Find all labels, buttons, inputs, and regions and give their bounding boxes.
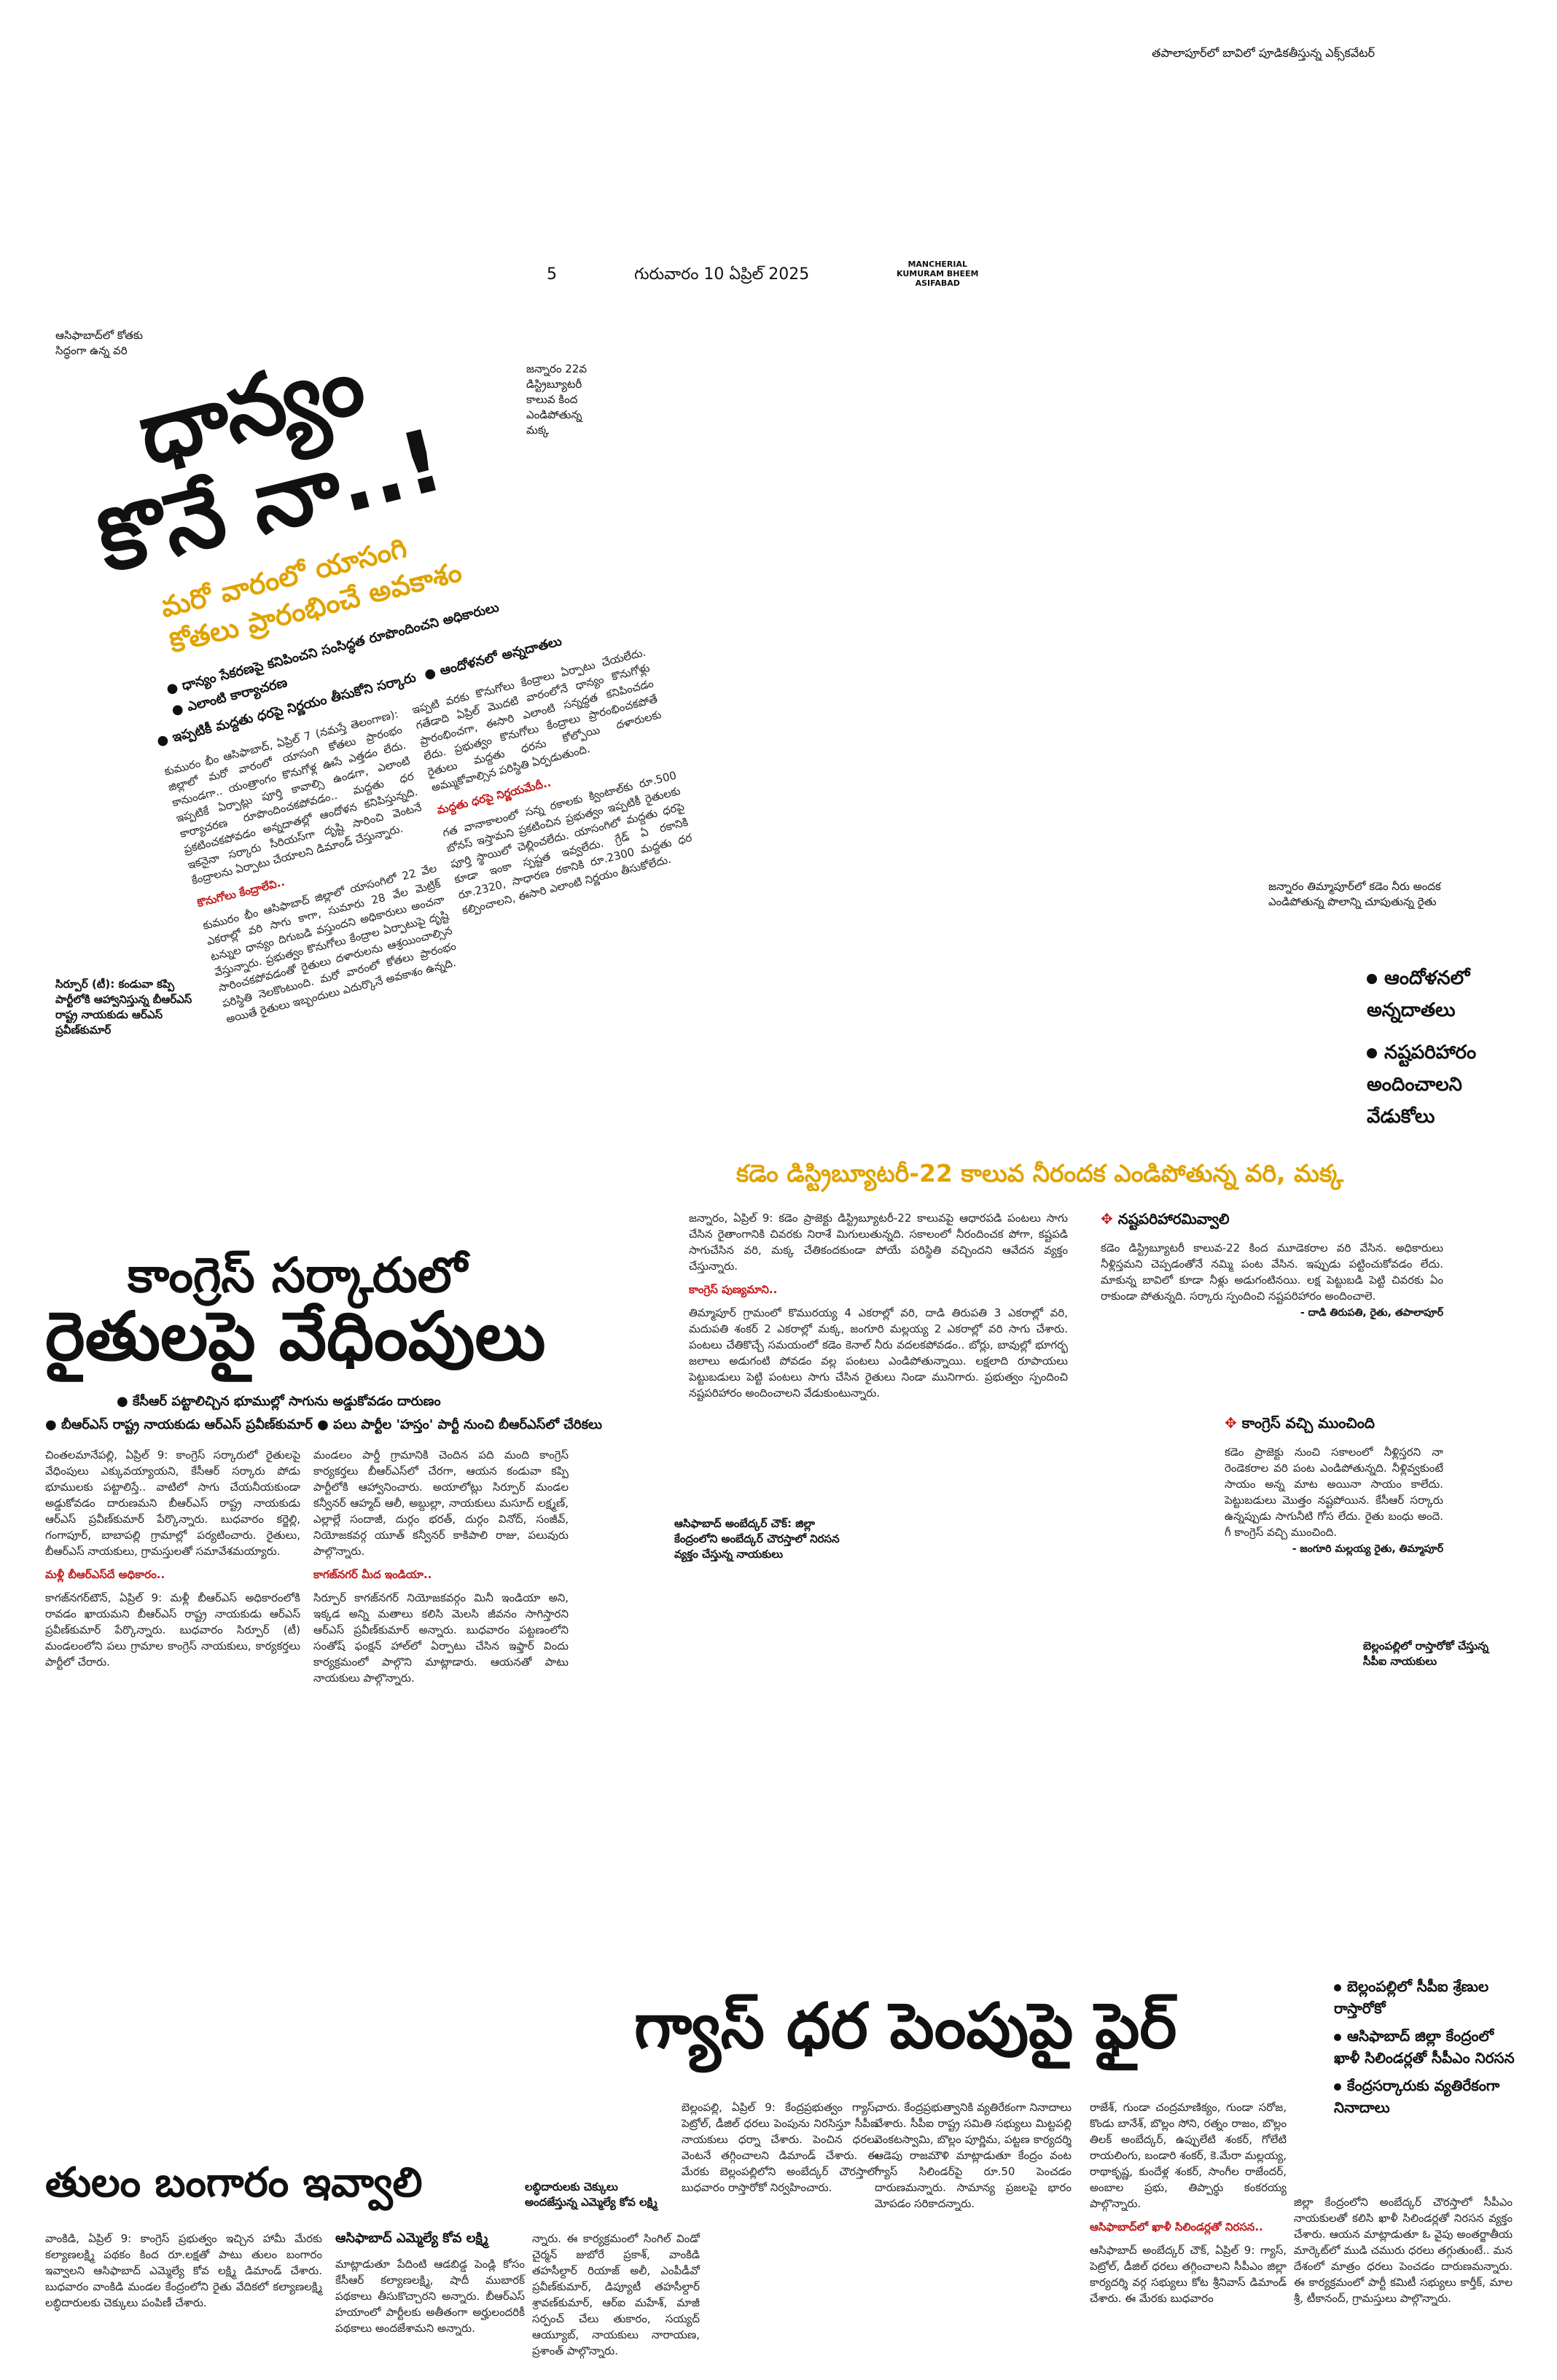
story2-para1: జన్నారం, ఏప్రిల్ 9: కడెం ప్రాజెక్టు డిస్… xyxy=(689,1212,1068,1273)
top-photo-caption: తపాలాపూర్‌లో బావిలో పూడికతీస్తున్న ఎక్స్… xyxy=(1152,46,1375,60)
story4-bullet-3: కేంద్రసర్కారుకు వ్యతిరేకంగా నినాదాలు xyxy=(1334,2075,1523,2118)
story5-column-3: న్నారు. ఈ కార్యక్రమంలో సింగిల్ విండో చైర… xyxy=(532,2231,700,2366)
story5-photo-caption: లబ్ధిదారులకు చెక్కులు అందజేస్తున్న ఎమ్మె… xyxy=(525,2180,657,2209)
diamond-icon: ✥ xyxy=(1101,1210,1113,1228)
page-number: 5 xyxy=(547,265,557,284)
story5-headline: తులం బంగారం ఇవ్వాలి xyxy=(45,2159,423,2207)
story2-quote2: ✥ కాంగ్రెస్ వచ్చి ముంచింది కడెం ప్రాజెక్… xyxy=(1225,1414,1443,1557)
story1-column-right: ఇప్పటి వరకు కొనుగోలు కేంద్రాలు ఏర్పాటు చ… xyxy=(410,644,700,926)
story4-para1: బెల్లంపల్లి, ఏప్రిల్ 9: కేంద్రప్రభుత్వం … xyxy=(682,2101,878,2194)
story3-bullet2-text: బీఆర్‌ఎస్ రాష్ట్ర నాయకుడు ఆర్‌ఎస్ ప్రవీణ… xyxy=(61,1417,602,1432)
story2-body: జన్నారం, ఏప్రిల్ 9: కడెం ప్రాజెక్టు డిస్… xyxy=(689,1210,1068,1408)
story4-para3: రాజేశ్, గుండా చంద్రమాణిక్యం, గుండా సరోజ,… xyxy=(1090,2101,1287,2210)
story4-para2: చారు. కేంద్రప్రభుత్వానికి వ్యతిరేకంగా ని… xyxy=(875,2101,1072,2210)
right-bullets: ఆందోళనలో అన్నదాతలు నష్టపరిహారం అందించాలన… xyxy=(1367,962,1513,1133)
right-bullet-2-text: నష్టపరిహారం అందించాలని వేడుకోలు xyxy=(1367,1042,1477,1128)
story5-column-2: మాట్లాడుతూ పేదింటి ఆడబిడ్డ పెండ్లి కోసం … xyxy=(335,2256,525,2344)
right-bullet-1: ఆందోళనలో అన్నదాతలు xyxy=(1367,962,1513,1026)
story5-para3: న్నారు. ఈ కార్యక్రమంలో సింగిల్ విండో చైర… xyxy=(532,2232,700,2357)
story4-column-2: చారు. కేంద్రప్రభుత్వానికి వ్యతిరేకంగా ని… xyxy=(875,2099,1072,2219)
story4-para4: ఆసిఫాబాద్ అంబేద్కర్ చౌక్, ఏప్రిల్ 9: గ్య… xyxy=(1090,2244,1287,2305)
story3-bullet2: ● బీఆర్‌ఎస్ రాష్ట్ర నాయకుడు ఆర్‌ఎస్ ప్రవ… xyxy=(45,1417,602,1432)
quote2-text: కడెం ప్రాజెక్టు నుంచి సకాలంలో నీళ్లిస్తర… xyxy=(1225,1445,1443,1539)
story2-side-caption: బెల్లంపల్లిలో రాస్తారోకో చేస్తున్న సీపీఐ… xyxy=(1363,1639,1489,1668)
photo-caption-paddy: ఆసిఫాబాద్‌లో కోతకు సిద్ధంగా ఉన్న వరి xyxy=(55,329,143,357)
story3-para4: సిర్పూర్ కాగజ్‌నగర్ నియోజకవర్గం మినీ ఇండ… xyxy=(313,1591,569,1685)
story5-byline: ఆసిఫాబాద్ ఎమ్మెల్యే కోవ లక్ష్మి xyxy=(335,2231,488,2246)
story2-headline: కడెం డిస్ట్రిబ్యూటరీ-22 కాలువ నీరందక ఎండ… xyxy=(736,1159,1344,1187)
story3-bullet1-text: కేసీఆర్ పట్టాలిచ్చిన భూముల్లో సాగును అడ్… xyxy=(132,1394,441,1409)
story1-para4: గత వానాకాలంలో సన్న రకాలకు క్వింటాల్‌కు ర… xyxy=(441,768,694,918)
quote2-title: ✥ కాంగ్రెస్ వచ్చి ముంచింది xyxy=(1225,1414,1443,1435)
story1-rotated-block: ధాన్యం కొనే నా..! మరో వారంలో యాసంగి కోతల… xyxy=(48,268,725,1066)
story4-bullet-1-text: బెల్లంపల్లిలో సీపీఐ శ్రేణుల రాస్తారోకో xyxy=(1334,1978,1489,2017)
quote1-title-text: నష్టపరిహారమివ్వాలి xyxy=(1117,1210,1230,1228)
story3-bullet1: ● కేసీఆర్ పట్టాలిచ్చిన భూముల్లో సాగును అ… xyxy=(117,1394,441,1409)
bullet-dot-icon xyxy=(1334,2034,1341,2041)
story1-column-left: కుమురం భీం ఆసిఫాబాద్, ఏప్రిల్ 7 (నమస్తే … xyxy=(163,706,464,1034)
quote1-text: కడెం డిస్ట్రిబ్యూటరీ కాలువ-22 కింద మూడెక… xyxy=(1101,1241,1443,1303)
story4-bullet-2: ఆసిఫాబాద్ జిల్లా కేంద్రంలో ఖాళీ సిలిండర్… xyxy=(1334,2025,1523,2069)
story5-column-1: వాంకిడి, ఏప్రిల్ 9: కాంగ్రెస్ ప్రభుత్వం … xyxy=(45,2231,322,2318)
bullet-dot-icon xyxy=(1334,1984,1341,1991)
story4-column-3: రాజేశ్, గుండా చంద్రమాణిక్యం, గుండా సరోజ,… xyxy=(1090,2099,1287,2314)
quote1-signature: - దాడి తిరుపతి, రైతు, తపాలాపూర్ xyxy=(1300,1307,1443,1319)
edition-line-3: ASIFABAD xyxy=(915,278,960,288)
story3-sub2: కాగజ్‌నగర్ మీద ఇండియా.. xyxy=(313,1568,432,1581)
story3-headline-line2: రైతులపై వేధింపులు xyxy=(45,1298,546,1376)
story4-para5: జిల్లా కేంద్రంలోని అంబేద్కర్ చౌరస్తాలో స… xyxy=(1294,2196,1513,2305)
story5-para1: వాంకిడి, ఏప్రిల్ 9: కాంగ్రెస్ ప్రభుత్వం … xyxy=(45,2232,322,2309)
story4-bullet-1: బెల్లంపల్లిలో సీపీఐ శ్రేణుల రాస్తారోకో xyxy=(1334,1975,1523,2019)
bullet-dot-icon xyxy=(1367,1047,1377,1058)
edition-line-1: MANCHERIAL xyxy=(908,260,967,269)
story3-sub1: మళ్లీ బీఆర్‌ఎస్‌దే అధికారం.. xyxy=(45,1568,165,1581)
story4-bullets: బెల్లంపల్లిలో సీపీఐ శ్రేణుల రాస్తారోకో ఆ… xyxy=(1334,1975,1523,2118)
story3-para2: కాగజ్‌నగర్‌టౌన్, ఏప్రిల్ 9: మళ్లీ బీఆర్‌… xyxy=(45,1591,300,1669)
story3-headline-line1: కాంగ్రెస్ సర్కారులో xyxy=(128,1247,467,1303)
story3-para3: మండలం పార్డీ గ్రామానికి చెందిన పది మంది … xyxy=(313,1448,569,1558)
story4-headline: గ్యాస్ ధర పెంపుపై ఫైర్ xyxy=(634,1990,1177,2063)
right-bullet-1-text: ఆందోళనలో అన్నదాతలు xyxy=(1367,967,1470,1021)
story1-side-caption: సిర్పూర్ (టీ): కండువా కప్పి పార్టీలోకి ఆ… xyxy=(55,978,192,1037)
story4-column-1: బెల్లంపల్లి, ఏప్రిల్ 9: కేంద్రప్రభుత్వం … xyxy=(682,2099,878,2203)
right-bullet-2: నష్టపరిహారం అందించాలని వేడుకోలు xyxy=(1367,1037,1513,1133)
bullet-dot-icon xyxy=(1334,2083,1341,2091)
quote2-signature: - జంగూరి మల్లయ్య రైతు, తిమ్మాపూర్ xyxy=(1292,1543,1443,1555)
story3-column-left: చింతలమానేపల్లి, ఏప్రిల్ 9: కాంగ్రెస్ సర్… xyxy=(45,1447,300,1677)
story3-para1: చింతలమానేపల్లి, ఏప్రిల్ 9: కాంగ్రెస్ సర్… xyxy=(45,1448,300,1558)
story2-inline-caption: ఆసిఫాబాద్ అంబేద్కర్ చౌక్: జిల్లా కేంద్రం… xyxy=(674,1517,840,1561)
story2-para2: తిమ్మాపూర్ గ్రామంలో కొమురయ్య 4 ఎకరాల్లో … xyxy=(689,1306,1068,1400)
photo-caption-maize: జన్నారం 22వ డిస్ట్రిబ్యూటరీ కాలువ కింద ఎ… xyxy=(526,362,588,437)
story4-bullet-2-text: ఆసిఫాబాద్ జిల్లా కేంద్రంలో ఖాళీ సిలిండర్… xyxy=(1334,2027,1515,2067)
story2-sub1: కాంగ్రెస్ పుణ్యమాని.. xyxy=(689,1283,778,1296)
story2-quote1: ✥ నష్టపరిహారమివ్వాలి కడెం డిస్ట్రిబ్యూటర… xyxy=(1101,1210,1443,1321)
issue-date: గురువారం 10 ఏప్రిల్ 2025 xyxy=(634,265,810,284)
edition-block: MANCHERIAL KUMURAM BHEEM ASIFABAD xyxy=(897,260,978,288)
quote2-title-text: కాంగ్రెస్ వచ్చి ముంచింది xyxy=(1241,1414,1375,1432)
right-photo-caption: జన్నారం తిమ్మాపూర్‌లో కడెం నీరు అందక ఎండ… xyxy=(1268,880,1441,908)
bullet-dot-icon xyxy=(1367,973,1377,984)
story4-bullet-3-text: కేంద్రసర్కారుకు వ్యతిరేకంగా నినాదాలు xyxy=(1334,2077,1500,2116)
diamond-icon: ✥ xyxy=(1225,1414,1237,1432)
story5-para2: మాట్లాడుతూ పేదింటి ఆడబిడ్డ పెండ్లి కోసం … xyxy=(335,2258,525,2335)
story4-sub1: ఆసిఫాబాద్‌లో ఖాళీ సిలిండర్లతో నిరసన.. xyxy=(1090,2220,1263,2233)
edition-line-2: KUMURAM BHEEM xyxy=(897,269,979,278)
story4-column-4: జిల్లా కేంద్రంలోని అంబేద్కర్ చౌరస్తాలో స… xyxy=(1294,2194,1513,2314)
story3-column-right: మండలం పార్డీ గ్రామానికి చెందిన పది మంది … xyxy=(313,1447,569,1693)
quote1-title: ✥ నష్టపరిహారమివ్వాలి xyxy=(1101,1210,1443,1231)
